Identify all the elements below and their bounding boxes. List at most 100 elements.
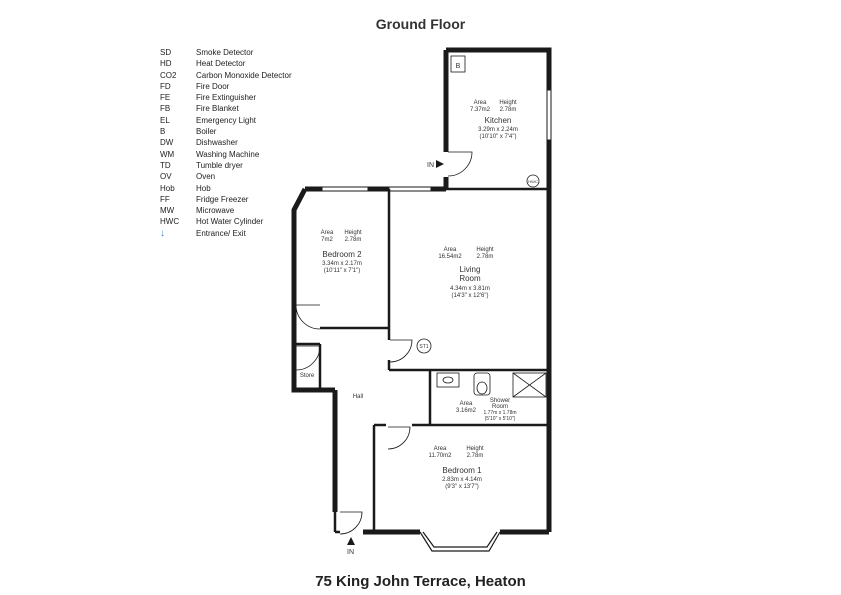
living-name-2: Room: [459, 274, 481, 283]
legend-row: HD Heat Detector: [160, 58, 292, 69]
legend-code: MW: [160, 206, 175, 216]
legend-label: Entrance/ Exit: [196, 228, 246, 238]
legend-label: Heat Detector: [196, 59, 246, 69]
page-title: Ground Floor: [375, 16, 466, 32]
shower-dims-imperial: (5'10" x 5'10"): [485, 416, 516, 422]
shower-dims: 1.77m x 1.78m: [483, 410, 516, 416]
legend-row: CO2 Carbon Monoxide Detector: [160, 70, 292, 81]
bedroom2-area: 7m2: [321, 237, 333, 243]
kitchen-height-label: Height: [499, 100, 517, 106]
sink: [436, 372, 460, 388]
bedroom1-area: 11.70m2: [429, 453, 453, 459]
boiler-box: [450, 55, 466, 73]
bedroom1-labels: Area Height 11.70m2 2.78m Bedroom 1 2.83…: [429, 446, 484, 490]
legend-row: FD Fire Door: [160, 81, 292, 92]
bedroom2-height: 2.78m: [345, 237, 362, 243]
legend-code: FF: [160, 194, 170, 204]
legend-code: FB: [160, 104, 171, 114]
legend-label: Tumble dryer: [196, 160, 243, 170]
legend-code: CO2: [160, 70, 177, 80]
legend-label: Hot Water Cylinder: [196, 217, 264, 227]
legend-label: Fire Blanket: [196, 104, 239, 114]
bedroom1-height-label: Height: [466, 446, 484, 452]
legend-label: Fridge Freezer: [196, 194, 249, 204]
legend-label: Fire Door: [196, 81, 230, 91]
legend-label: Emergency Light: [196, 115, 257, 125]
entrance-label-bottom: IN: [347, 549, 354, 556]
legend-row: DW Dishwasher: [160, 137, 292, 148]
legend-code: OV: [160, 172, 172, 182]
kitchen-dims-imperial: (10'10" x 7'4"): [480, 134, 517, 140]
living-dims: 4.34m x 3.81m: [450, 286, 490, 292]
legend-row: SD Smoke Detector: [160, 47, 292, 58]
entrance-arrow-icon: [436, 160, 444, 168]
fixture-label: ST1: [419, 344, 428, 350]
legend-code: EL: [160, 115, 170, 125]
doors: [295, 151, 473, 535]
shower-name: Shower: [490, 398, 510, 404]
shower-area-label: Area: [460, 401, 473, 407]
kitchen-name: Kitchen: [485, 116, 512, 125]
legend-code: SD: [160, 48, 172, 57]
bedroom2-height-label: Height: [344, 230, 362, 236]
bedroom1-dims: 2.83m x 4.14m: [442, 477, 482, 483]
legend-code: HD: [160, 59, 172, 69]
bedroom1-name: Bedroom 1: [442, 466, 482, 475]
toilet: [473, 372, 491, 396]
kitchen-dims: 3.29m x 2.24m: [478, 127, 518, 133]
bedroom1-height: 2.78m: [467, 453, 484, 459]
legend-row: OV Oven: [160, 171, 292, 182]
bedroom2-dims: 3.34m x 2.17m: [322, 261, 362, 267]
legend-code: FD: [160, 81, 171, 91]
bedroom2-labels: Area Height 7m2 2.78m Bedroom 2 3.34m x …: [321, 230, 362, 274]
kitchen-labels: Area Height 7.37m2 2.78m Kitchen 3.29m x…: [470, 100, 518, 140]
legend-row: EL Emergency Light: [160, 115, 292, 126]
hall-name: Hall: [353, 394, 363, 400]
legend-label: Microwave: [196, 206, 235, 216]
entrance-arrow-icon: ↓: [160, 227, 165, 239]
bedroom1-dims-imperial: (9'3" x 13'7"): [445, 484, 479, 490]
interior-walls: [294, 187, 549, 534]
wall-kitchen-top: [446, 47, 552, 532]
legend-label: Dishwasher: [196, 138, 238, 148]
boiler-label: B: [456, 63, 461, 70]
legend: SD Smoke Detector HD Heat Detector CO2 Carb…: [160, 47, 292, 239]
legend-label: Oven: [196, 172, 216, 182]
bedroom2-area-label: Area: [321, 230, 334, 236]
legend-row: MW Microwave: [160, 205, 292, 216]
shower-fixtures: [436, 372, 547, 398]
shower-name-2: Room: [492, 404, 508, 410]
shower-tray: [512, 372, 547, 398]
legend-row: TD Tumble dryer: [160, 160, 292, 171]
store-name: Store: [300, 373, 315, 379]
hwc-label: HWC: [528, 179, 538, 184]
living-name: Living: [460, 265, 481, 274]
living-area: 16.54m2: [438, 254, 462, 260]
kitchen-area-label: Area: [474, 100, 487, 106]
legend-code: DW: [160, 138, 174, 148]
bedroom1-area-label: Area: [434, 446, 447, 452]
legend-label: Boiler: [196, 127, 217, 137]
legend-row: ↓ Entrance/ Exit: [160, 228, 292, 239]
shower-area: 3.16m2: [456, 408, 477, 414]
shower-labels: Area 3.16m2 Shower Room 1.77m x 1.78m (5…: [456, 398, 517, 422]
kitchen-area: 7.37m2: [470, 107, 491, 113]
legend-label: Smoke Detector: [196, 48, 254, 57]
living-height-label: Height: [476, 247, 494, 253]
wall-bedroom2-left: [291, 187, 335, 393]
legend-label: Washing Machine: [196, 149, 260, 159]
hwc-icon: [526, 174, 540, 188]
bedroom2-name: Bedroom 2: [322, 250, 362, 259]
entrance-label-top: IN: [427, 162, 434, 169]
legend-label: Carbon Monoxide Detector: [196, 70, 292, 80]
living-dims-imperial: (14'3" x 12'6"): [452, 293, 489, 299]
kitchen-height: 2.78m: [500, 107, 517, 113]
legend-code: TD: [160, 160, 171, 170]
bay-window: [419, 531, 501, 552]
